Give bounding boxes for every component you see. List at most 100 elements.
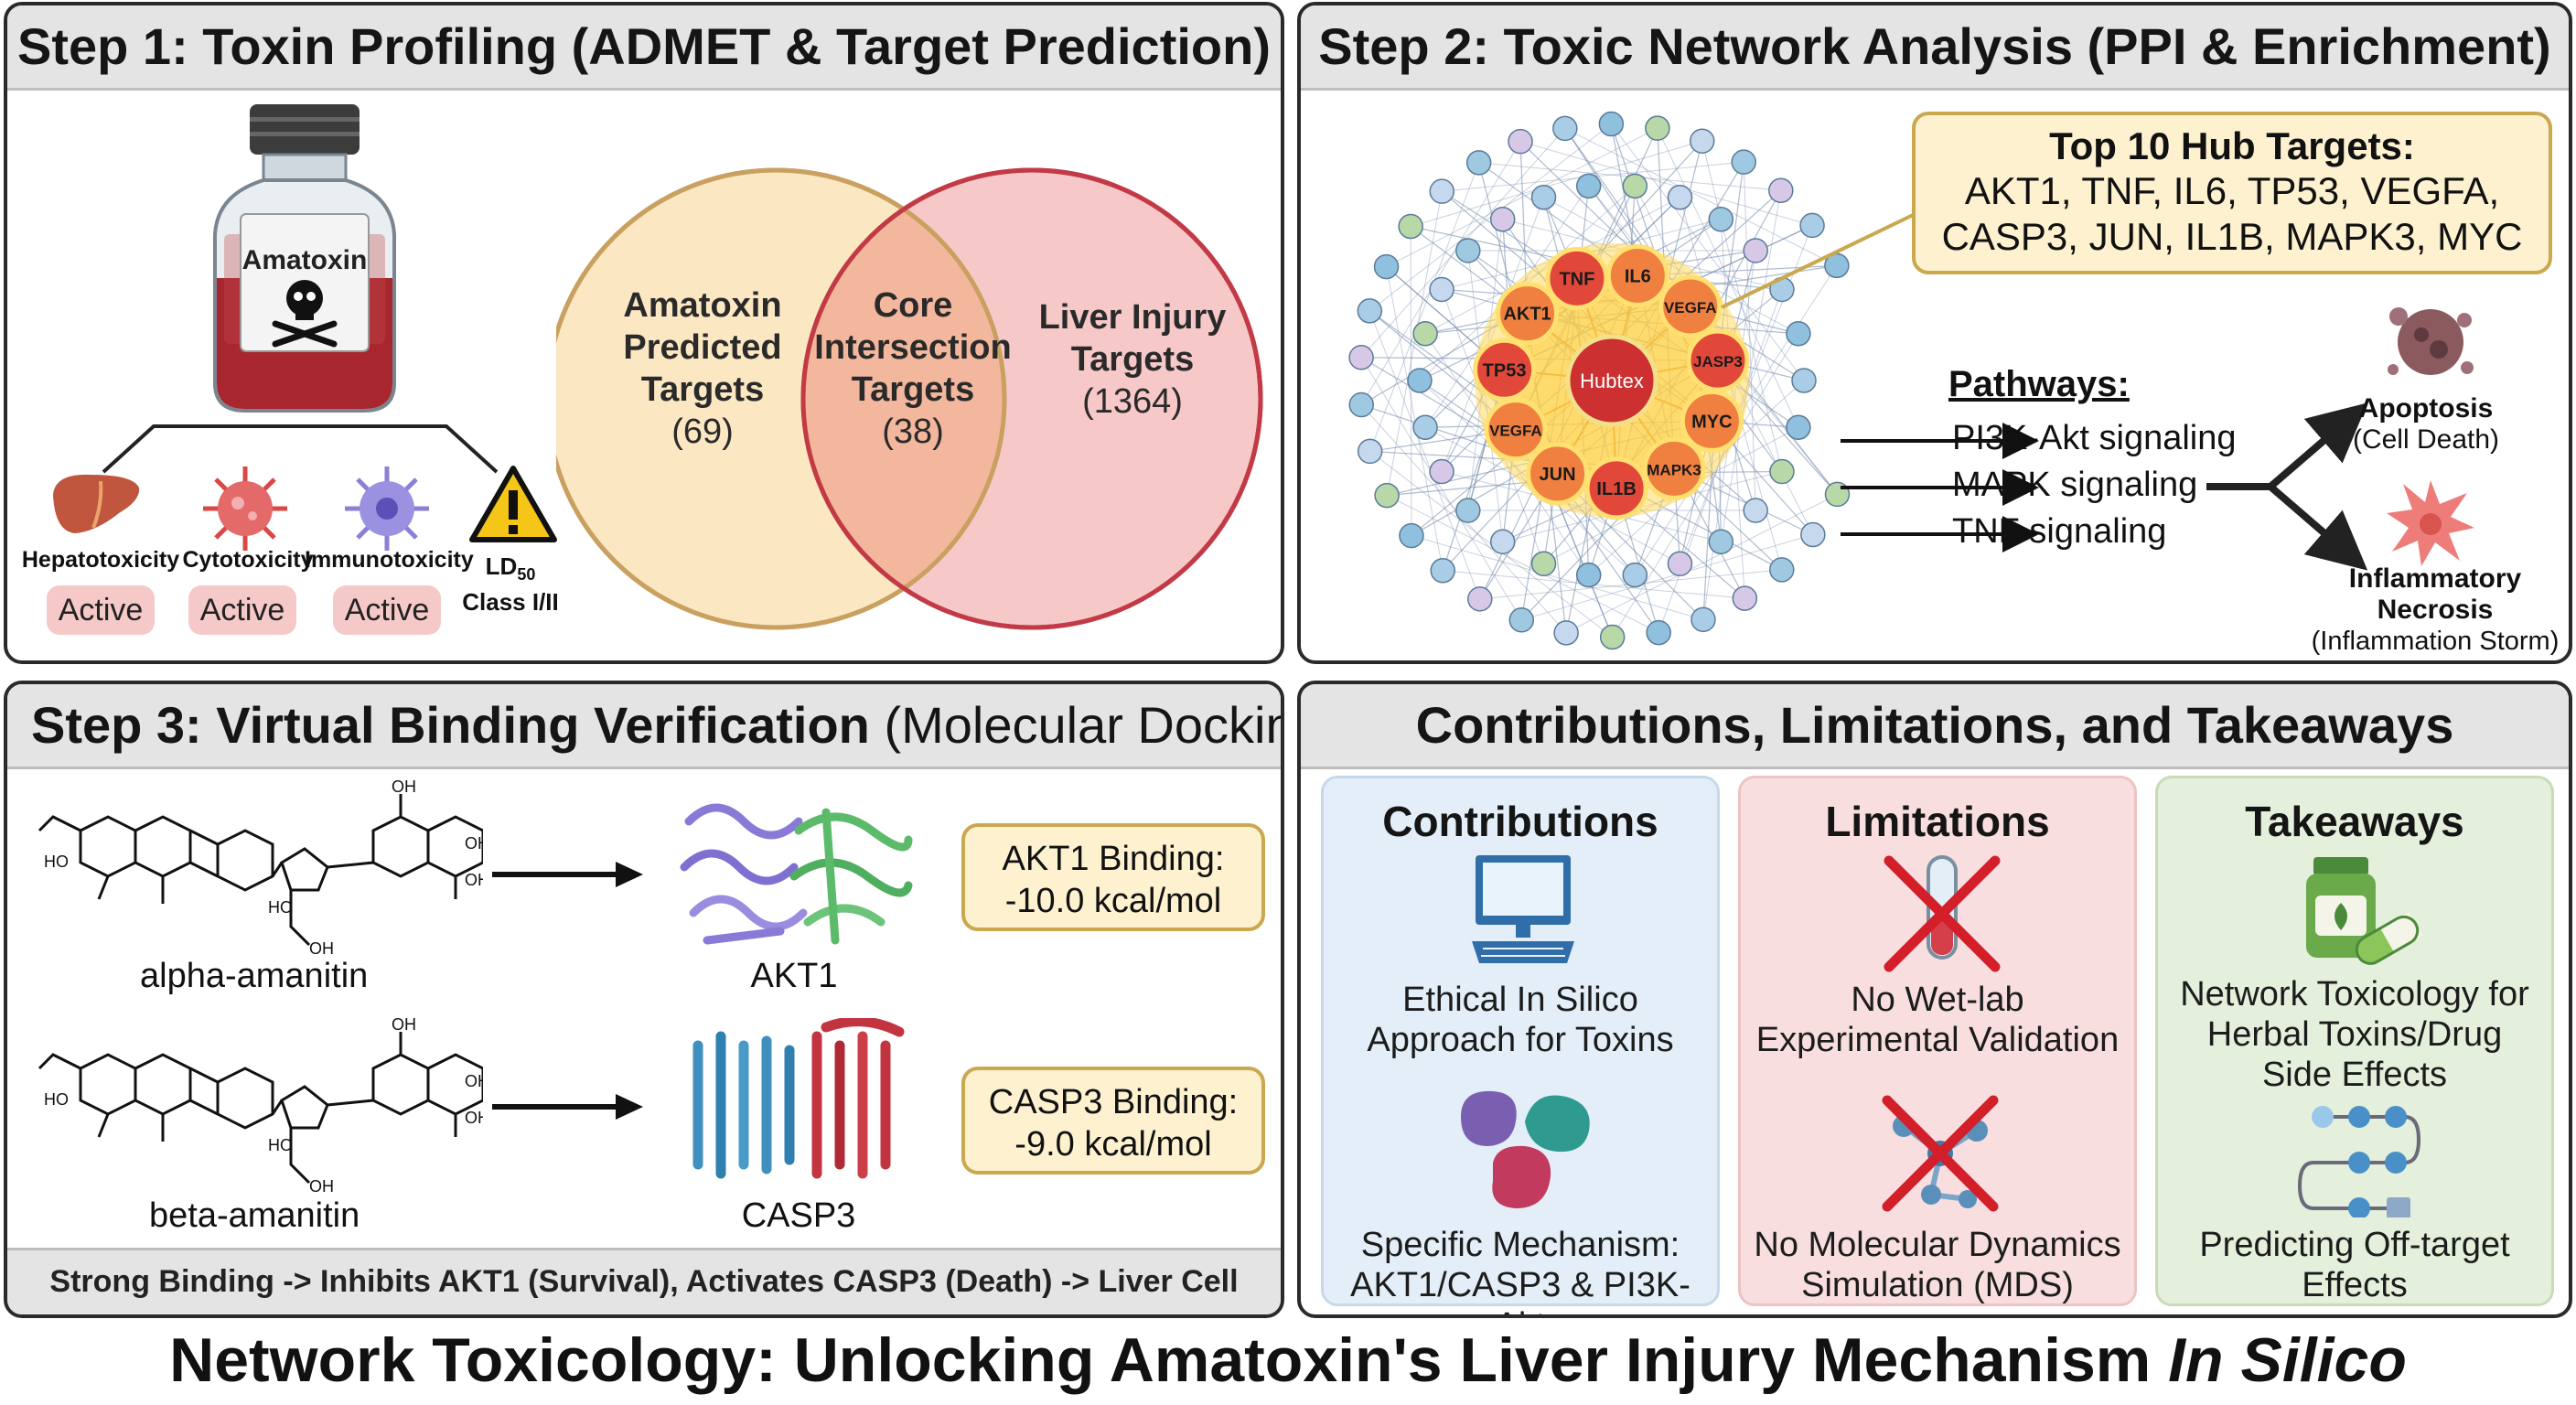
ppi-edge <box>1411 535 1704 620</box>
ppi-outer-node <box>1731 149 1756 175</box>
svg-text:HO: HO <box>268 898 293 917</box>
ppi-edge <box>1360 141 1521 405</box>
venn-diagram <box>556 167 1263 630</box>
toxicity-label-immuno: Immunotoxicity <box>305 547 474 573</box>
hub-node-label: IL1B <box>1596 479 1636 499</box>
svg-text:OH: OH <box>465 1109 483 1127</box>
computer-icon <box>1472 855 1574 963</box>
status-badge-immuno: Active <box>333 585 441 635</box>
hub-node <box>1605 243 1669 307</box>
svg-text:OH: OH <box>309 939 334 958</box>
ppi-outer-node <box>1800 521 1826 548</box>
svg-text:HO: HO <box>44 853 69 871</box>
ppi-outer-node <box>1508 128 1533 155</box>
ppi-edge <box>1369 162 1480 452</box>
ppi-outer-node <box>1599 624 1626 650</box>
step3-footer-bar: Strong Binding -> Inhibits AKT1 (Surviva… <box>7 1248 1281 1314</box>
top10-line1: AKT1, TNF, IL6, TP53, VEGFA, <box>1964 169 2500 212</box>
ppi-outer-node <box>1412 414 1438 441</box>
ppi-outer-node <box>1575 562 1602 588</box>
ligand-label-alpha: alpha-amanitin <box>140 957 369 995</box>
hub-node <box>1680 389 1744 453</box>
ppi-edge <box>1610 123 1805 381</box>
contributions-title: Contributions <box>1382 798 1658 845</box>
outcome-fork-arrow <box>2206 402 2368 571</box>
ppi-edge <box>1386 266 1444 571</box>
binding-box-akt1: AKT1 Binding: -10.0 kcal/mol <box>961 823 1265 931</box>
ppi-outer-node <box>1430 557 1455 584</box>
outcome-apoptosis: Apoptosis (Cell Death) <box>2352 393 2500 455</box>
step3-footer-text: Strong Binding -> Inhibits AKT1 (Surviva… <box>49 1264 1239 1299</box>
hub-node <box>1642 436 1706 500</box>
protein-label-akt1: AKT1 <box>750 957 838 995</box>
top10-line2: CASP3, JUN, IL1B, MAPK3, MYC <box>1941 215 2523 258</box>
ppi-outer-node <box>1598 111 1625 137</box>
hub-node-label: JUN <box>1540 465 1576 485</box>
akt1-protein-icon <box>680 803 913 945</box>
ppi-outer-node <box>1667 551 1693 577</box>
casp3-protein-icon <box>692 1018 905 1179</box>
ppi-outer-node <box>1465 150 1492 176</box>
svg-text:HO: HO <box>268 1136 293 1154</box>
ppi-outer-node <box>1667 184 1693 210</box>
toxicity-label-hepato: Hepatotoxicity <box>21 547 180 573</box>
pathway-mapk: MAPK signaling <box>1952 466 2198 504</box>
top10-box: Top 10 Hub Targets: AKT1, TNF, IL6, TP53… <box>1912 112 2552 274</box>
ppi-outer-node <box>1508 607 1535 633</box>
hub-node <box>1686 328 1750 392</box>
ppi-edge <box>1612 333 1799 638</box>
ppi-outer-node <box>1489 206 1516 232</box>
molecule-crossed-icon <box>1882 1095 1999 1212</box>
docking-arrow-1 <box>492 862 643 887</box>
step1-title: Step 1: Toxin Profiling (ADMET & Target … <box>17 17 1271 75</box>
ppi-edge <box>1360 357 1522 621</box>
immune-cell-icon <box>345 467 429 551</box>
hub-node <box>1526 442 1590 506</box>
ppi-outer-node <box>1708 529 1734 555</box>
binding-box-casp3: CASP3 Binding: -9.0 kcal/mol <box>961 1067 1265 1174</box>
ppi-outer-node <box>1575 173 1602 199</box>
top10-title: Top 10 Hub Targets: <box>2049 124 2415 167</box>
bracket-line <box>102 424 499 474</box>
svg-text:OH: OH <box>465 871 483 889</box>
hub-node-label: TP53 <box>1483 360 1527 381</box>
cytotoxic-cell-icon <box>203 467 287 551</box>
ppi-edge <box>1720 190 1782 542</box>
ppi-outer-node <box>1429 458 1454 485</box>
ppi-outer-node <box>1467 586 1493 612</box>
takeaways-title: Takeaways <box>2245 798 2464 845</box>
herbal-pill-icon <box>2306 857 2423 965</box>
ppi-outer-node <box>1357 298 1383 324</box>
ppi-outer-node <box>1373 253 1400 280</box>
svg-text:OH: OH <box>392 1015 416 1034</box>
hub-node-label: IL6 <box>1625 266 1651 286</box>
step4-header: Contributions, Limitations, and Takeaway… <box>1301 684 2569 769</box>
necrosis-cell-icon <box>2387 480 2474 566</box>
pathway-pi3k: PI3K-Akt signaling <box>1952 419 2237 457</box>
ppi-outer-node <box>1412 320 1438 347</box>
ppi-outer-node <box>1769 458 1795 485</box>
ppi-outer-node <box>1646 619 1671 646</box>
status-badge-hepato: Active <box>47 585 155 635</box>
step3-panel: Step 3: Virtual Binding Verification (Mo… <box>4 681 1284 1318</box>
hub-node <box>1484 398 1548 462</box>
ppi-outer-node <box>1398 213 1423 240</box>
ppi-edge <box>1657 127 1799 428</box>
pathway-arrows <box>1841 423 2039 552</box>
ppi-outer-node <box>1552 115 1578 142</box>
ppi-outer-node <box>1357 438 1383 465</box>
protein-label-casp3: CASP3 <box>741 1196 856 1235</box>
pathways-title: Pathways: <box>1948 364 2130 404</box>
step3-title: Step 3: Virtual Binding Verification (Mo… <box>31 696 1281 754</box>
step4-title: Contributions, Limitations, and Takeaway… <box>1415 696 2454 754</box>
